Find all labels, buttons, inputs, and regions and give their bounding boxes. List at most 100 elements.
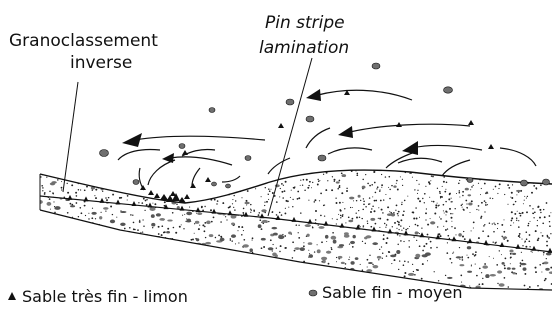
stipple-dot	[434, 210, 436, 212]
stipple-dot	[194, 231, 195, 232]
stipple-dot	[445, 229, 447, 231]
sand-grain	[364, 237, 367, 240]
stipple-dot	[332, 218, 333, 219]
stipple-dot	[42, 237, 43, 238]
stipple-dot	[430, 241, 432, 243]
stipple-dot	[124, 218, 126, 220]
stipple-dot	[102, 256, 103, 257]
stipple-dot	[339, 180, 341, 182]
stipple-dot	[510, 263, 511, 264]
stipple-dot	[383, 216, 384, 217]
stipple-dot	[55, 215, 57, 217]
stipple-dot	[167, 228, 169, 230]
stipple-dot	[417, 241, 419, 243]
stipple-dot	[394, 222, 396, 224]
stipple-dot	[250, 204, 251, 205]
stipple-dot	[289, 197, 290, 198]
stipple-dot	[457, 219, 459, 221]
stipple-dot	[111, 247, 113, 249]
stipple-dot	[267, 179, 269, 181]
stipple-dot	[475, 264, 476, 265]
stipple-dot	[426, 208, 427, 209]
stipple-dot	[85, 222, 86, 223]
stipple-dot	[51, 232, 52, 233]
stipple-dot	[232, 199, 233, 200]
stipple-dot	[94, 195, 95, 196]
stipple-dot	[256, 238, 257, 239]
stipple-dot	[78, 209, 79, 210]
sand-grain	[458, 233, 462, 237]
stipple-dot	[244, 205, 245, 206]
stipple-dot	[312, 226, 313, 227]
stipple-dot	[241, 256, 242, 257]
stipple-dot	[103, 239, 105, 241]
stipple-dot	[123, 207, 125, 209]
sand-grain	[220, 238, 225, 242]
stipple-dot	[399, 260, 400, 261]
stipple-dot	[117, 231, 118, 232]
sand-grain	[485, 274, 489, 278]
stipple-dot	[450, 199, 452, 201]
stipple-dot	[497, 223, 498, 224]
stipple-dot	[132, 215, 133, 216]
stipple-dot	[279, 208, 280, 209]
fine-sand-triangle	[308, 219, 313, 224]
sand-grain	[193, 267, 198, 270]
stipple-dot	[529, 234, 531, 236]
stipple-dot	[367, 183, 369, 185]
stipple-dot	[285, 208, 286, 209]
stipple-dot	[268, 199, 269, 200]
stipple-dot	[533, 223, 535, 225]
stipple-dot	[282, 222, 284, 224]
stipple-dot	[445, 254, 447, 256]
stipple-dot	[42, 166, 43, 167]
stipple-dot	[165, 269, 166, 270]
stipple-dot	[466, 255, 467, 256]
stipple-dot	[342, 202, 343, 203]
stipple-dot	[57, 220, 58, 221]
stipple-dot	[141, 243, 143, 245]
stipple-dot	[356, 200, 357, 201]
sand-grain	[467, 246, 471, 249]
stipple-dot	[122, 210, 123, 211]
stipple-dot	[511, 211, 513, 213]
stipple-dot	[282, 197, 284, 199]
stipple-dot	[71, 184, 73, 186]
sand-grain	[49, 260, 55, 264]
stipple-dot	[437, 205, 438, 206]
stipple-dot	[216, 225, 217, 226]
stipple-dot	[274, 240, 276, 242]
stipple-dot	[215, 237, 217, 239]
stipple-dot	[397, 244, 398, 245]
stipple-dot	[276, 201, 278, 203]
stipple-dot	[319, 278, 321, 280]
sand-grain	[155, 208, 158, 210]
stipple-dot	[230, 247, 231, 248]
stipple-dot	[231, 240, 232, 241]
stipple-dot	[138, 251, 140, 253]
stipple-dot	[289, 243, 291, 245]
stipple-dot	[437, 201, 439, 203]
stipple-dot	[478, 237, 480, 239]
stipple-dot	[511, 220, 513, 222]
stipple-dot	[541, 237, 543, 239]
stipple-dot	[322, 200, 323, 201]
stipple-dot	[58, 235, 59, 236]
stipple-dot	[232, 187, 233, 188]
sand-grain	[372, 242, 378, 245]
stipple-dot	[198, 165, 199, 166]
stipple-dot	[529, 230, 531, 232]
stipple-dot	[466, 203, 467, 204]
stipple-dot	[189, 250, 191, 252]
stipple-dot	[330, 229, 332, 231]
stipple-dot	[281, 183, 283, 185]
stipple-dot	[352, 215, 354, 217]
stipple-dot	[486, 191, 487, 192]
stipple-dot	[405, 242, 407, 244]
stipple-dot	[524, 196, 525, 197]
stipple-dot	[392, 280, 394, 282]
stipple-dot	[189, 229, 191, 231]
stipple-dot	[359, 226, 360, 227]
stipple-dot	[514, 213, 516, 215]
stipple-dot	[413, 236, 414, 237]
